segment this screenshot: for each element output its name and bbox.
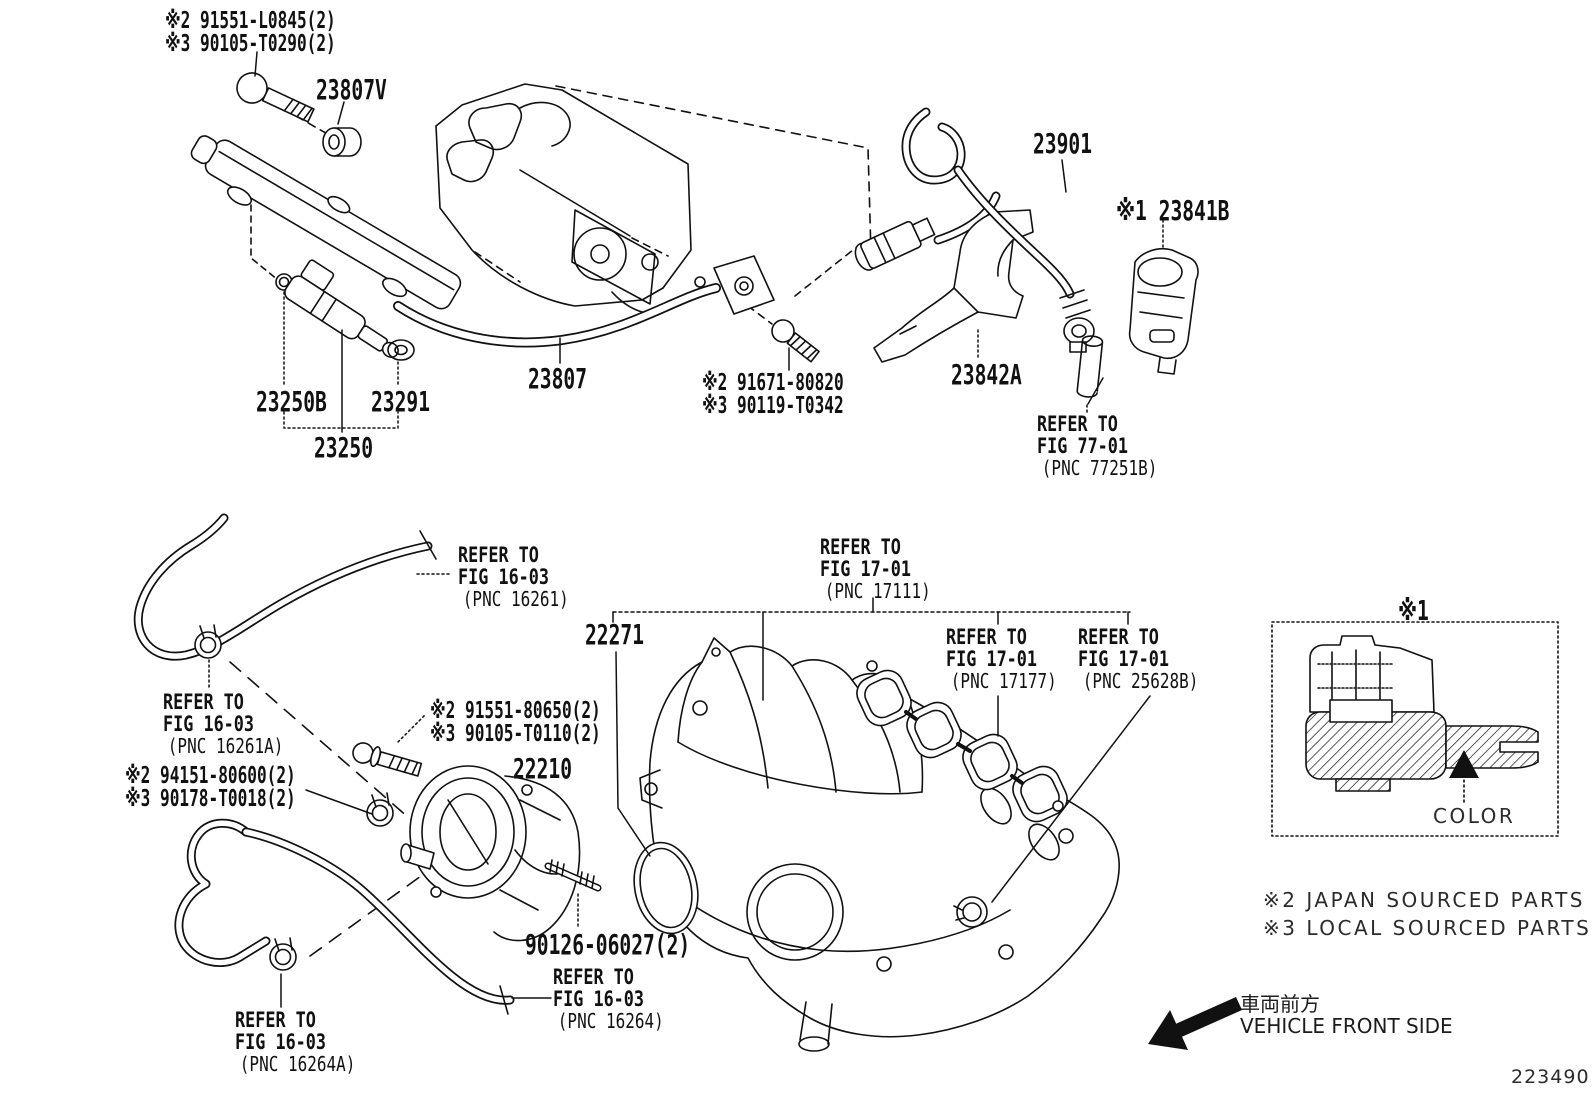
note-japan-sourced: ※2 JAPAN SOURCED PARTS xyxy=(1263,888,1586,912)
figure-number: 223490 xyxy=(1511,1066,1590,1088)
part-label-line: ※2 91551-L0845(2) xyxy=(165,8,336,34)
part-label-line: ※3 90178-T0018(2) xyxy=(125,786,296,812)
ref-line: FIG 77-01 xyxy=(1037,434,1129,458)
fuel-pipe-drawing xyxy=(393,255,775,348)
part-label-22271[interactable]: 22271 xyxy=(585,618,645,651)
ref-label-fig16-03-16261[interactable]: REFER TO FIG 16-03 (PNC 16261) xyxy=(458,544,569,610)
part-label-pipe-bolt[interactable]: ※2 91671-80820 ※3 90119-T0342 xyxy=(702,372,844,418)
rail-bolt-drawing xyxy=(236,72,315,123)
ref-line: FIG 16-03 xyxy=(235,1030,327,1054)
ref-line: REFER TO xyxy=(553,965,634,989)
part-label-23291[interactable]: 23291 xyxy=(371,385,431,418)
leader-lines xyxy=(208,51,1164,1008)
vehicle-front-label-en: VEHICLE FRONT SIDE xyxy=(1240,1014,1453,1038)
hose-clamp-16261a-drawing xyxy=(194,624,222,659)
upper-hose-drawing xyxy=(133,513,437,661)
pipe-bolt-drawing xyxy=(771,319,820,363)
injector-grommet-drawing xyxy=(387,339,415,361)
part-label-line: ※3 90105-T0110(2) xyxy=(430,721,601,747)
ref-line: FIG 17-01 xyxy=(946,647,1038,671)
cover-23841b-drawing xyxy=(1128,247,1199,375)
ref-label-fig17-01-25628b[interactable]: REFER TO FIG 17-01 (PNC 25628B) xyxy=(1078,626,1198,692)
vent-hose-drawing xyxy=(901,107,1095,353)
ref-line: REFER TO xyxy=(458,543,539,567)
ref-pnc: (PNC 17177) xyxy=(950,669,1057,693)
throttle-body-drawing xyxy=(400,765,581,942)
ref-line: REFER TO xyxy=(1078,625,1159,649)
ref-line: REFER TO xyxy=(235,1008,316,1032)
ref-pnc: (PNC 16261A) xyxy=(167,734,284,758)
fuel-rail-drawing xyxy=(190,135,462,310)
fuel-pipe-cap-drawing xyxy=(322,127,362,157)
lower-hose-drawing xyxy=(174,818,515,1015)
note-local-sourced: ※3 LOCAL SOURCED PARTS xyxy=(1263,916,1592,940)
stud-bolt-drawing xyxy=(544,859,602,892)
ref-pnc: (PNC 16264) xyxy=(557,1009,664,1033)
ref-line: FIG 17-01 xyxy=(1078,647,1170,671)
protector-drawing xyxy=(873,209,1034,363)
quick-connector-drawing xyxy=(854,191,1001,271)
manifold-gasket-chain-drawing xyxy=(856,660,1068,823)
ref-line: FIG 17-01 xyxy=(820,557,912,581)
part-label-90126[interactable]: 90126-06027(2) xyxy=(525,928,691,961)
hose-clamp-16264a-drawing xyxy=(269,937,297,971)
ref-line: FIG 16-03 xyxy=(163,712,255,736)
water-bypass-clamp-drawing xyxy=(953,896,988,928)
part-label-throttle-bolt[interactable]: ※2 91551-80650(2) ※3 90105-T0110(2) xyxy=(430,700,601,746)
part-label-23807[interactable]: 23807 xyxy=(528,362,588,395)
part-label-line: ※2 91551-80650(2) xyxy=(430,698,601,724)
inset-color-caption: COLOR xyxy=(1433,804,1516,828)
throttle-bolt-drawing xyxy=(352,742,423,777)
part-label-22210[interactable]: 22210 xyxy=(513,752,573,785)
part-label-clamp-94151[interactable]: ※2 94151-80600(2) ※3 90178-T0018(2) xyxy=(125,765,296,811)
ref-label-fig17-01-17177[interactable]: REFER TO FIG 17-01 (PNC 17177) xyxy=(946,626,1057,692)
ref-line: FIG 16-03 xyxy=(553,987,645,1011)
part-label-23250b[interactable]: 23250B xyxy=(256,385,327,418)
ref-label-fig16-03-16264[interactable]: REFER TO FIG 16-03 (PNC 16264) xyxy=(553,966,664,1032)
inset-box-drawing xyxy=(1271,621,1559,837)
vehicle-front-arrow-icon xyxy=(1148,997,1242,1050)
ref-pnc: (PNC 25628B) xyxy=(1082,669,1199,693)
ref-pnc: (PNC 17111) xyxy=(824,579,931,603)
part-label-rail-bolt[interactable]: ※2 91551-L0845(2) ※3 90105-T0290(2) xyxy=(165,10,336,56)
part-label-23841b[interactable]: ※1 23841B xyxy=(1116,194,1230,227)
ref-label-fig77-01[interactable]: REFER TO FIG 77-01 (PNC 77251B) xyxy=(1037,413,1157,479)
ref-pnc: (PNC 16261) xyxy=(462,587,569,611)
part-label-line: ※2 91671-80820 xyxy=(702,370,844,396)
throttle-gasket-drawing xyxy=(633,841,699,935)
injector-drawing xyxy=(284,259,399,358)
ref-pnc: (PNC 77251B) xyxy=(1041,456,1158,480)
color-arrow-icon xyxy=(1449,750,1479,778)
ref-label-fig17-01-17111[interactable]: REFER TO FIG 17-01 (PNC 17111) xyxy=(820,536,931,602)
inset-ref-label: ※1 xyxy=(1398,594,1429,627)
engine-block-drawing xyxy=(435,83,692,315)
part-label-line: ※3 90119-T0342 xyxy=(702,393,844,419)
hose-clamp-94151-drawing xyxy=(366,792,394,827)
ref-line: REFER TO xyxy=(820,535,901,559)
part-label-23250[interactable]: 23250 xyxy=(314,431,374,464)
part-label-line: ※2 94151-80600(2) xyxy=(125,763,296,789)
ref-line: REFER TO xyxy=(1037,412,1118,436)
fuel-tube-drawing xyxy=(1076,335,1104,398)
ref-label-fig16-03-16264a[interactable]: REFER TO FIG 16-03 (PNC 16264A) xyxy=(235,1009,355,1075)
ref-line: REFER TO xyxy=(163,690,244,714)
vehicle-front-label-jp: 車両前方 xyxy=(1240,992,1320,1016)
part-label-line: ※3 90105-T0290(2) xyxy=(165,31,336,57)
ref-pnc: (PNC 16264A) xyxy=(239,1052,356,1076)
part-label-23901[interactable]: 23901 xyxy=(1033,127,1093,160)
ref-line: FIG 16-03 xyxy=(458,565,550,589)
part-label-23842a[interactable]: 23842A xyxy=(951,358,1022,391)
ref-line: REFER TO xyxy=(946,625,1027,649)
part-label-23807v[interactable]: 23807V xyxy=(316,73,387,106)
ref-label-fig16-03-16261a[interactable]: REFER TO FIG 16-03 (PNC 16261A) xyxy=(163,691,283,757)
